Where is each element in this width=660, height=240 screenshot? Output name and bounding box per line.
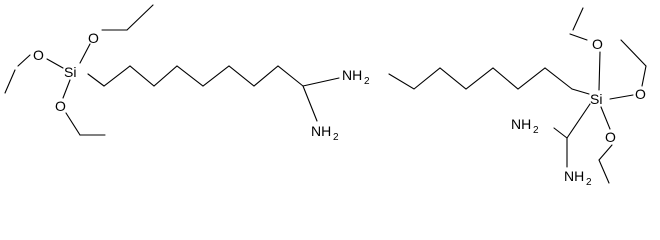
- bond-ethyl-ch2-right: [641, 65, 647, 87]
- bond-o-si-bottom: [600, 106, 611, 130]
- amine-group-left: NH 2: [511, 116, 539, 136]
- bond-alkyl-chain: [87, 65, 304, 87]
- amine-subscript-bottom: 2: [586, 177, 592, 188]
- amine-subscript-left: 2: [533, 125, 539, 136]
- bond-ethyl-ch2-top: [569, 33, 588, 41]
- bond-ethyl-ch2-bottom: [598, 144, 613, 161]
- bond-ethyl-ch2-left: [17, 54, 31, 67]
- amine-subscript-bottom: 2: [333, 132, 339, 143]
- bond-ethyl-ch3-bottom: [598, 159, 610, 184]
- chemical-structures-canvas: Si O O O NH 2 NH 2 Si O: [4, 4, 647, 188]
- bond-hexyl-chain: [388, 67, 573, 90]
- bond-ethyl-ch3-left: [4, 69, 16, 94]
- oxygen-atom-label-top: O: [88, 30, 99, 46]
- amine-subscript-top: 2: [364, 76, 370, 87]
- oxygen-atom-label-left: O: [33, 47, 44, 63]
- silicon-atom-label: Si: [590, 91, 602, 107]
- amine-group-top: NH 2: [342, 67, 370, 87]
- amine-label-left: NH: [511, 116, 531, 132]
- bond-ethyl-ch3-top: [572, 7, 584, 31]
- bond-c-nh2-bottom: [302, 85, 318, 122]
- amine-group-bottom: NH 2: [564, 168, 592, 188]
- bond-chain-si: [571, 88, 590, 95]
- bond-si-ch: [566, 103, 591, 139]
- bond-o-si-bottom: [62, 79, 71, 99]
- oxygen-atom-label-right: O: [635, 86, 646, 102]
- bond-o-si-left: [46, 58, 64, 69]
- bond-o-si-right: [609, 94, 634, 100]
- amine-label-bottom: NH: [311, 123, 331, 139]
- bond-ethyl-ch3-right: [620, 39, 647, 67]
- bond-ch-nh2-left: [553, 127, 568, 139]
- bond-o-si-top: [79, 43, 91, 64]
- bond-c-nh2-top: [302, 77, 340, 87]
- bond-o-si-top: [598, 51, 601, 91]
- oxygen-atom-label-top: O: [592, 36, 603, 52]
- amine-label-bottom: NH: [564, 168, 584, 184]
- amine-group-bottom: NH 2: [311, 123, 339, 143]
- molecule-1: Si O O O NH 2 NH 2: [4, 4, 370, 143]
- bond-ethyl-ch3-top: [126, 4, 154, 31]
- structures-svg: Si O O O NH 2 NH 2 Si O: [4, 4, 647, 188]
- bond-ethyl-ch2-bottom: [65, 112, 81, 136]
- oxygen-atom-label-bottom: O: [605, 129, 616, 145]
- molecule-2: Si O O O NH 2 NH 2: [388, 7, 647, 188]
- silicon-atom-label: Si: [64, 64, 76, 80]
- oxygen-atom-label-bottom: O: [55, 98, 66, 114]
- amine-label-top: NH: [342, 67, 362, 83]
